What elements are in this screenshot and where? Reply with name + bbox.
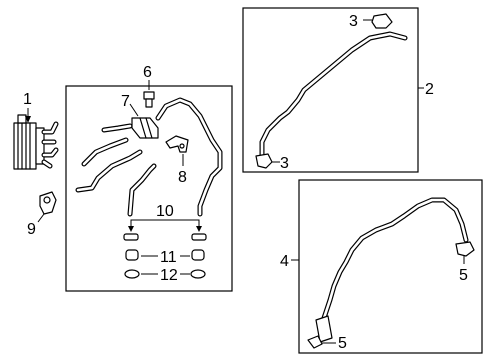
callout-10: 10 <box>156 203 174 220</box>
o-ring-part[interactable] <box>124 269 206 279</box>
bracket-block-part[interactable] <box>131 117 159 139</box>
cooler-tube-4[interactable] <box>315 197 469 343</box>
callout-6: 6 <box>143 64 152 81</box>
seal-part[interactable] <box>125 249 205 261</box>
callout-4: 4 <box>280 253 289 270</box>
tube-4-box <box>298 179 483 354</box>
bolt-part[interactable] <box>143 91 155 108</box>
callout-11: 11 <box>160 249 177 266</box>
tube-2-box <box>242 7 419 173</box>
callout-7: 7 <box>121 93 130 110</box>
callout-1: 1 <box>23 91 32 108</box>
callout-9: 9 <box>27 221 36 238</box>
fitting-part[interactable] <box>123 233 207 241</box>
mounting-bracket-part[interactable] <box>165 135 189 153</box>
clip-part[interactable] <box>39 191 57 215</box>
oil-cooler-part[interactable] <box>13 114 59 170</box>
tube-clip-part[interactable] <box>255 13 393 169</box>
callout-8: 8 <box>178 169 187 186</box>
hose-clamp-part[interactable] <box>307 241 475 349</box>
callout-5a: 5 <box>459 267 468 284</box>
callout-3a: 3 <box>349 13 358 30</box>
callout-3b: 3 <box>280 155 289 172</box>
cooler-tube-2[interactable] <box>259 31 408 159</box>
cooler-tube-lower[interactable] <box>75 123 157 217</box>
callout-5b: 5 <box>338 335 347 352</box>
cooler-tube-upper[interactable] <box>155 97 223 217</box>
callout-2: 2 <box>425 81 434 98</box>
callout-12: 12 <box>160 267 178 284</box>
